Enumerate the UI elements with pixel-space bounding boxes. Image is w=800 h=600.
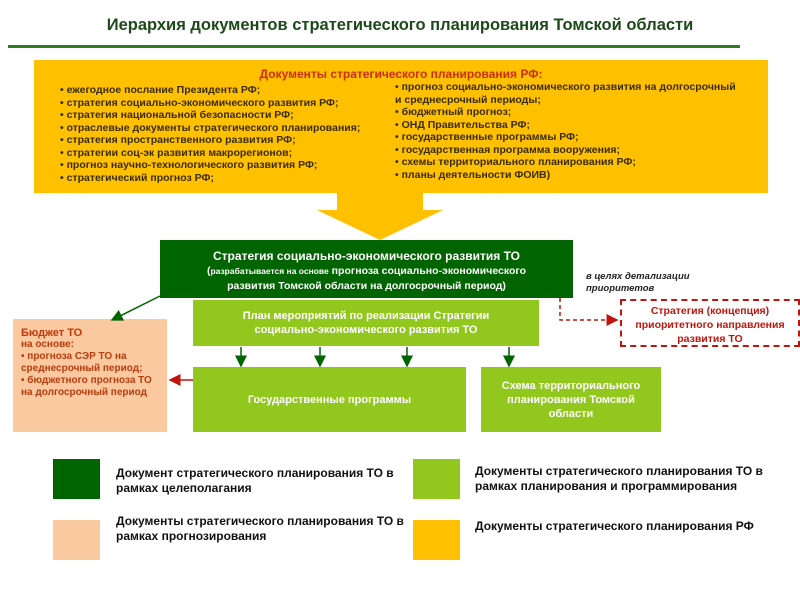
basis-small-text: разрабатывается на основе [210, 266, 329, 276]
list-item: стратегия национальной безопасности РФ; [60, 109, 390, 122]
list-item: отраслевые документы стратегического пла… [60, 122, 390, 135]
legend-swatch-peach [53, 520, 100, 560]
list-item: стратегия пространственного развития РФ; [60, 134, 390, 147]
list-item: стратегии соц-эк развития макрорегионов; [60, 147, 390, 160]
list-item: планы деятельности ФОИВ) [395, 169, 740, 182]
state-programs-box: Государственные программы [193, 367, 466, 432]
list-item: прогноз социально-экономического развити… [395, 81, 740, 106]
diagram-title: Иерархия документов стратегического план… [106, 16, 694, 34]
list-item: прогноз научно-технологического развития… [60, 159, 390, 172]
legend-text-goal-setting: Документ стратегического планирования ТО… [116, 466, 394, 495]
rf-documents-right-list: прогноз социально-экономического развити… [395, 81, 740, 181]
list-item: государственная программа вооружения; [395, 144, 740, 157]
rf-documents-heading: Документы стратегического планирования Р… [259, 67, 543, 81]
legend-swatch-light-green [413, 459, 460, 499]
budget-list: прогноза СЭР ТО на среднесрочный период;… [21, 351, 159, 399]
legend-text-forecasting: Документы стратегического планирования Т… [116, 514, 404, 543]
budget-box: Бюджет ТО на основе: прогноза СЭР ТО на … [13, 319, 167, 432]
list-item: ежегодное послание Президента РФ; [60, 84, 390, 97]
legend-text-planning: Документы стратегического планирования Т… [475, 464, 763, 493]
legend-text-rf: Документы стратегического планирования Р… [475, 519, 754, 533]
budget-basis: на основе: [21, 339, 74, 350]
territorial-scheme-box: Схема территориального планирования Томс… [481, 367, 661, 432]
strategy-to-period: развития Томской области на долгосрочный… [227, 280, 506, 292]
list-item: стратегический прогноз РФ; [60, 172, 390, 185]
rf-documents-left-list: ежегодное послание Президента РФ; страте… [60, 84, 390, 184]
list-item: ОНД Правительства РФ; [395, 119, 740, 132]
legend-swatch-dark-green [53, 459, 100, 499]
down-arrow-stem [337, 193, 423, 211]
list-item: стратегия социально-экономического разви… [60, 97, 390, 110]
dashed-arrow-to-strategy [559, 298, 619, 326]
list-item: государственные программы РФ; [395, 131, 740, 144]
budget-title: Бюджет ТО [21, 327, 83, 339]
title-underline [8, 45, 740, 48]
list-item: бюджетный прогноз; [395, 106, 740, 119]
down-arrow-icon [317, 210, 443, 240]
paren-open: ( [206, 265, 211, 277]
strategy-to-basis: (разрабатывается на основе прогноза соци… [160, 264, 573, 279]
list-item: прогноза СЭР ТО на среднесрочный период; [21, 351, 159, 375]
strategy-to-title: Стратегия социально-экономического разви… [213, 249, 520, 263]
basis-text: прогноза социально-экономического [328, 265, 527, 277]
arrow-to-budget [110, 295, 161, 321]
list-item: схемы территориального планирования РФ; [395, 156, 740, 169]
legend-swatch-yellow [413, 520, 460, 560]
list-item: бюджетного прогноза ТО на долгосрочный п… [21, 375, 159, 399]
detail-priorities-note: в целях детализации приоритетов [586, 271, 690, 294]
priority-strategy-box: Стратегия (концепция) приоритетного напр… [620, 299, 800, 347]
rf-documents-box: Документы стратегического планирования Р… [34, 60, 768, 193]
implementation-plan-box: План мероприятий по реализации Стратегии… [193, 300, 539, 346]
strategy-to-box: Стратегия социально-экономического разви… [160, 240, 573, 298]
